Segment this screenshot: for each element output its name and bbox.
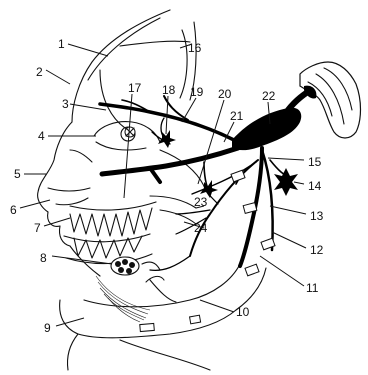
label-10: 10 bbox=[236, 305, 250, 319]
label-8: 8 bbox=[40, 251, 47, 265]
tongue-shading bbox=[96, 276, 176, 322]
label-14: 14 bbox=[308, 179, 322, 193]
submandibular-ganglion bbox=[111, 257, 164, 282]
label-21: 21 bbox=[230, 109, 244, 123]
label-4: 4 bbox=[38, 129, 45, 143]
label-1: 1 bbox=[58, 37, 65, 51]
head-outline bbox=[38, 10, 266, 370]
label-16: 16 bbox=[188, 41, 202, 55]
label-12: 12 bbox=[310, 243, 324, 257]
teeth bbox=[64, 202, 156, 264]
label-20: 20 bbox=[218, 87, 232, 101]
label-19: 19 bbox=[190, 85, 204, 99]
label-24: 24 bbox=[194, 221, 208, 235]
label-18: 18 bbox=[162, 83, 176, 97]
brainstem bbox=[300, 62, 361, 138]
label-9: 9 bbox=[44, 321, 51, 335]
label-22: 22 bbox=[262, 89, 276, 103]
rect-markers bbox=[140, 170, 275, 331]
label-5: 5 bbox=[14, 167, 21, 181]
label-3: 3 bbox=[62, 97, 69, 111]
label-15: 15 bbox=[308, 155, 322, 169]
label-17: 17 bbox=[128, 81, 142, 95]
labels: 1 2 3 4 5 6 7 8 9 10 11 12 13 14 15 16 1… bbox=[10, 37, 324, 335]
label-13: 13 bbox=[310, 209, 324, 223]
label-7: 7 bbox=[34, 221, 41, 235]
label-6: 6 bbox=[10, 203, 17, 217]
label-11: 11 bbox=[306, 281, 319, 295]
ciliary-ganglion bbox=[125, 127, 135, 137]
label-2: 2 bbox=[36, 65, 43, 79]
label-23: 23 bbox=[194, 195, 208, 209]
